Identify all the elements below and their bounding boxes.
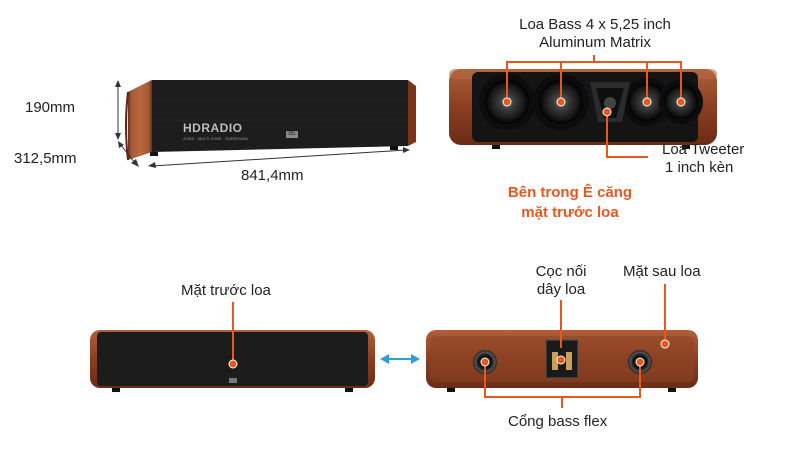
tweeter-line1: Loa Tweeter — [662, 141, 745, 158]
dimension-arrows — [115, 80, 410, 168]
terminals-line1: Cọc nối — [535, 263, 587, 280]
callout-lines — [232, 55, 682, 408]
hdradio-subtext: ZONE · MULTI ZONE · SURROUND — [183, 136, 249, 141]
callout-dots — [228, 97, 686, 369]
terminals-line2: dây loa — [536, 281, 586, 298]
tweeter-label: Loa Tweeter 1 inch kèn — [662, 141, 744, 177]
inside-grille-line1: Bên trong Ê căng — [507, 184, 633, 201]
rear-face-label: Mặt sau loa — [623, 263, 701, 280]
speaker-perspective — [125, 80, 416, 161]
inside-grille-note: Bên trong Ê căng mặt trước loa — [495, 183, 645, 223]
bass-port-label: Cổng bass flex — [508, 413, 608, 430]
front-rear-arrow — [380, 354, 420, 364]
front-face-label: Mặt trước loa — [181, 282, 271, 299]
tweeter-line2: 1 inch kèn — [665, 159, 734, 176]
height-dimension: 190mm — [25, 99, 76, 116]
width-dimension: 841,4mm — [241, 167, 304, 184]
bass-driver-line2: Aluminum Matrix — [539, 34, 651, 51]
speaker-terminals-label: Cọc nối dây loa — [520, 263, 602, 299]
bass-driver-line1: Loa Bass 4 x 5,25 inch — [519, 16, 671, 33]
depth-dimension: 312,5mm — [14, 150, 77, 167]
bass-driver-label: Loa Bass 4 x 5,25 inch Aluminum Matrix — [510, 16, 680, 52]
speaker-drivers-exposed — [449, 69, 717, 149]
hdradio-logo: HDRADIO — [183, 121, 243, 135]
jbl-badge: JBL — [286, 131, 298, 138]
inside-grille-line2: mặt trước loa — [521, 204, 619, 221]
